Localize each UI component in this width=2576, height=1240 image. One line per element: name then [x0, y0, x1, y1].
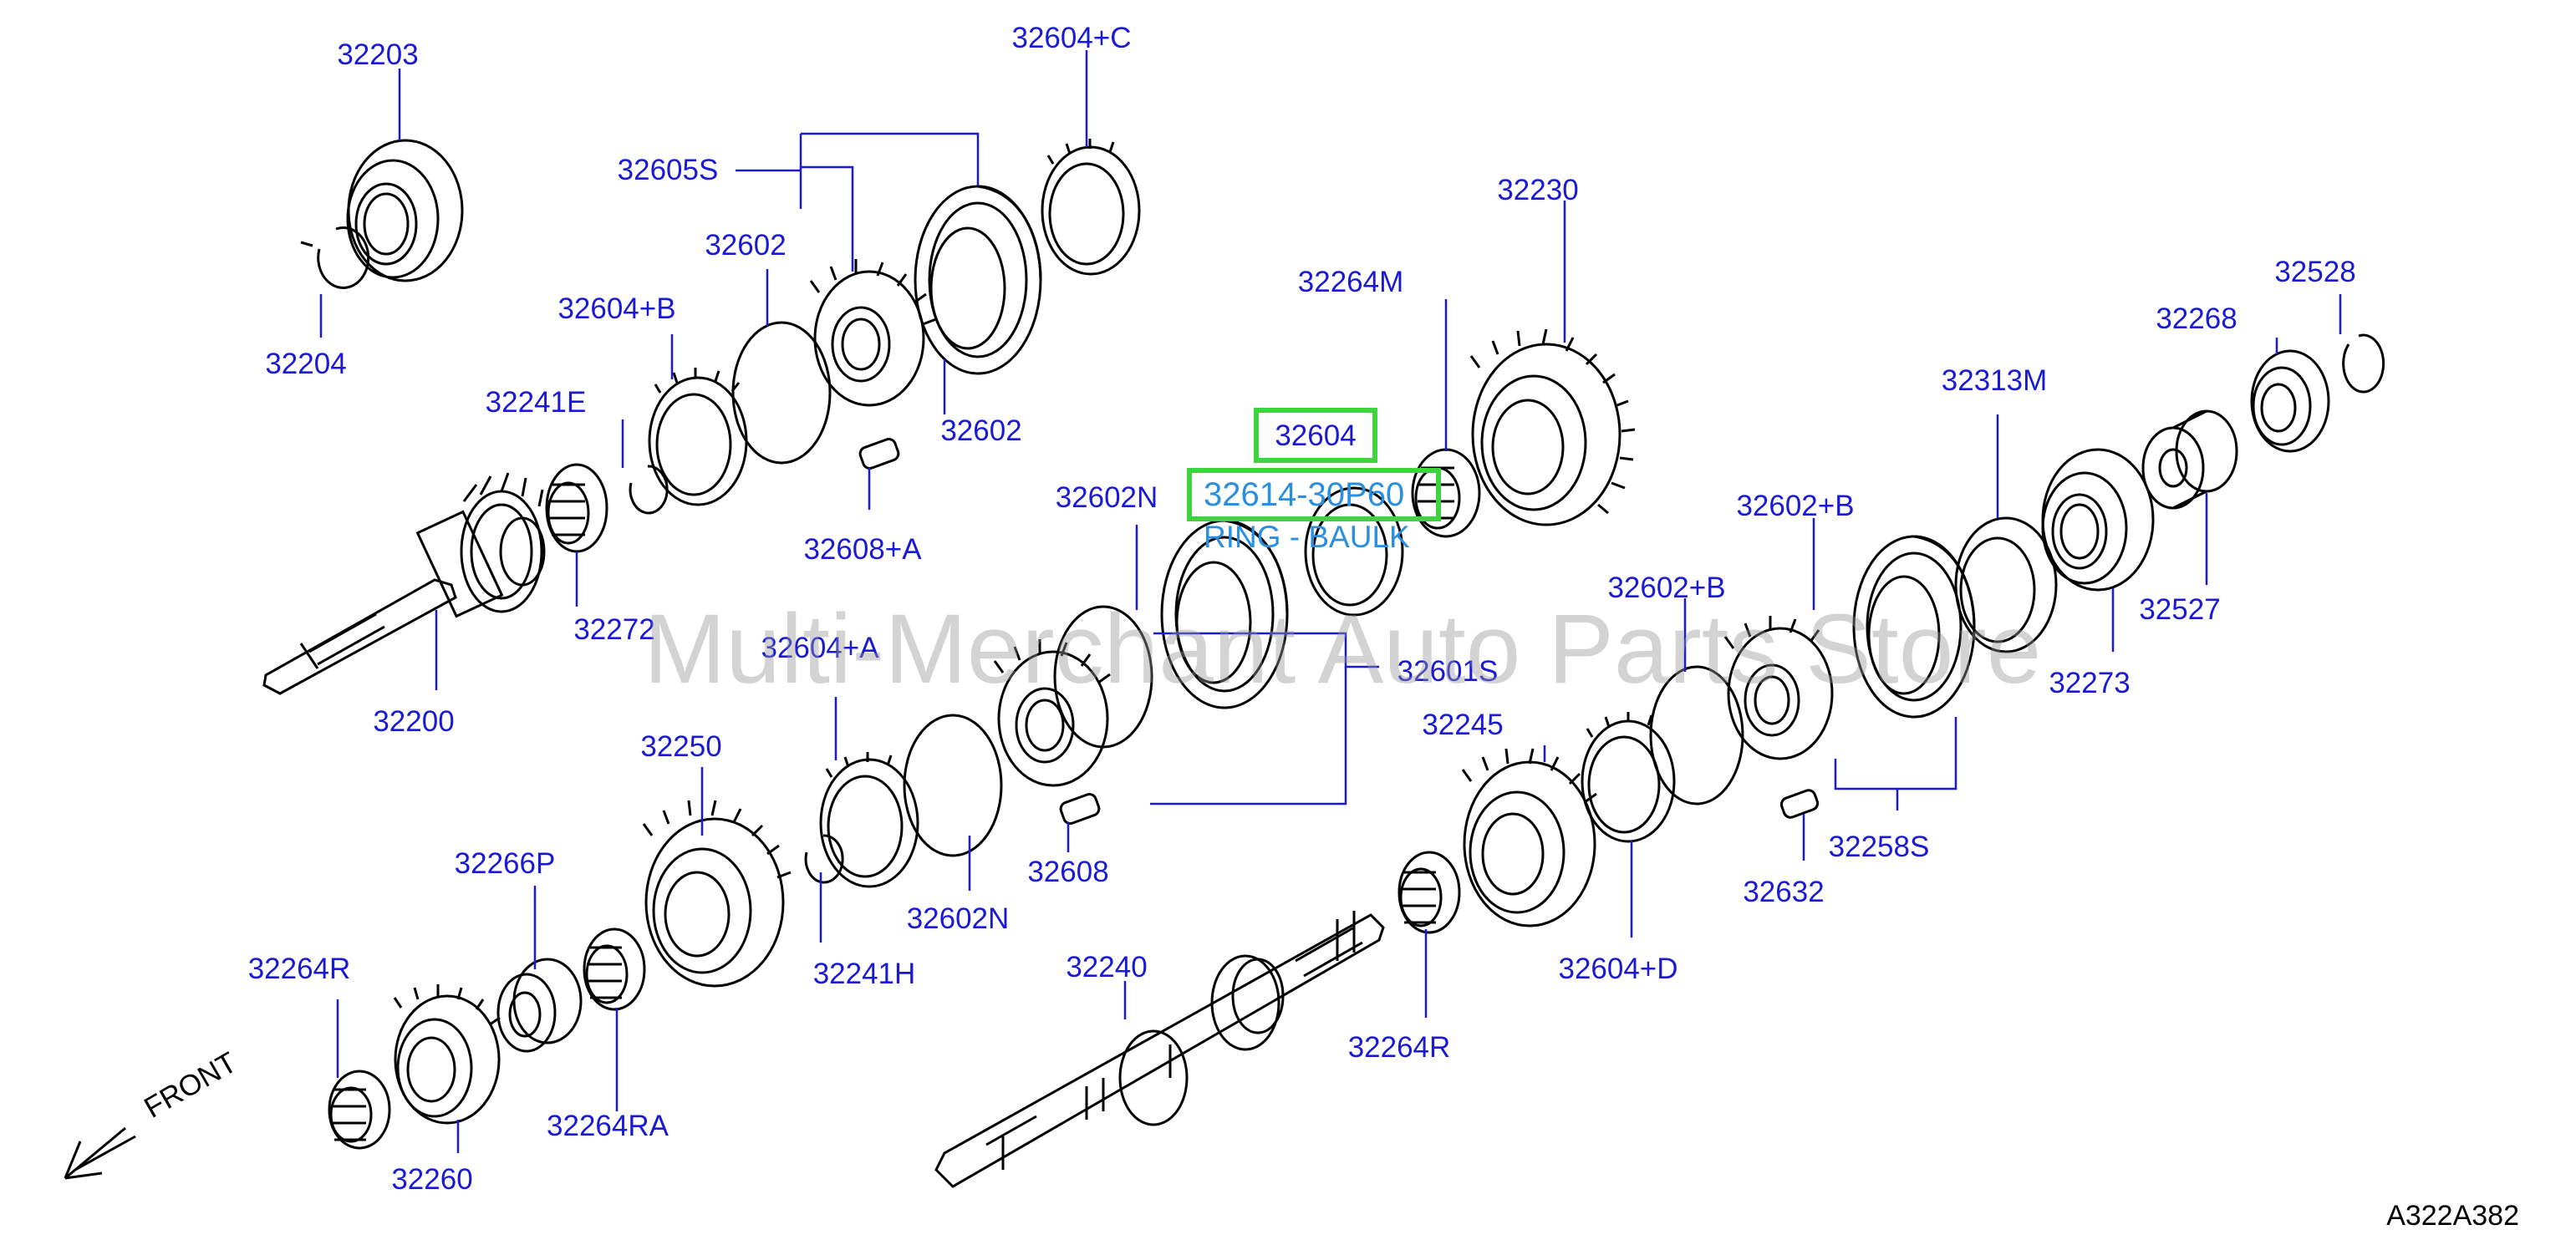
part-32268-bearing	[2250, 349, 2330, 453]
label-32601S[interactable]: 32601S	[1397, 655, 1499, 688]
part-32258S-sleeve	[1852, 535, 1976, 719]
part-32632-key	[1779, 789, 1820, 819]
label-32604D[interactable]: 32604+D	[1558, 953, 1678, 985]
part-32604B-baulk-ring	[648, 368, 748, 506]
part-32250-gear	[642, 800, 792, 988]
part-32241E-ring	[629, 465, 669, 515]
label-32602a[interactable]: 32602	[705, 229, 787, 262]
label-32260[interactable]: 32260	[391, 1163, 473, 1196]
label-32608[interactable]: 32608	[1027, 856, 1109, 888]
part-32605S-synchro-hub	[809, 259, 937, 407]
part-32605S-sleeve	[914, 185, 1042, 375]
part-32604D-baulk-ring	[1581, 712, 1676, 843]
part-32602B-spring	[1649, 665, 1744, 805]
part-32258S-hub	[1723, 616, 1834, 760]
highlight-part-label[interactable]: 32604	[1275, 419, 1357, 452]
label-32602Nb[interactable]: 32602N	[906, 902, 1010, 935]
label-32266P[interactable]: 32266P	[454, 847, 556, 880]
label-32273[interactable]: 32273	[2049, 667, 2131, 699]
label-32203[interactable]: 32203	[337, 38, 419, 71]
label-32604B[interactable]: 32604+B	[557, 292, 676, 325]
label-32272[interactable]: 32272	[573, 613, 655, 646]
part-32527-spacer	[2141, 409, 2238, 510]
leader-lines	[319, 50, 2342, 1153]
label-32241H[interactable]: 32241H	[812, 958, 916, 990]
part-32602N-spring	[1053, 605, 1153, 749]
part-32604C-baulk-ring	[1041, 139, 1141, 276]
label-32602Na[interactable]: 32602N	[1055, 481, 1158, 514]
part-32260-gear	[393, 984, 501, 1125]
part-32266P-collar	[496, 958, 583, 1053]
part-32240-main-shaft	[934, 911, 1385, 1188]
label-32528[interactable]: 32528	[2274, 256, 2356, 288]
front-arrow-icon	[64, 1126, 136, 1180]
label-32264Rb[interactable]: 32264R	[1347, 1031, 1451, 1064]
label-32608A[interactable]: 32608+A	[803, 533, 922, 566]
part-32604A-baulk-ring	[819, 752, 919, 888]
label-32200[interactable]: 32200	[373, 705, 455, 738]
part-32604-baulk-ring	[1304, 486, 1404, 617]
label-32268[interactable]: 32268	[2156, 302, 2237, 335]
highlight-box-part-label[interactable]	[1254, 408, 1377, 463]
part-32245-gear	[1461, 748, 1597, 927]
part-32264RA-needle-bearing	[583, 927, 646, 1011]
label-32605S[interactable]: 32605S	[617, 154, 719, 186]
label-32204[interactable]: 32204	[265, 348, 347, 380]
highlight-part-description: RING - BAULK	[1204, 520, 1410, 554]
label-32264M[interactable]: 32264M	[1297, 266, 1404, 298]
label-32264RA[interactable]: 32264RA	[547, 1110, 669, 1142]
label-32230[interactable]: 32230	[1497, 174, 1579, 206]
label-32264R[interactable]: 32264R	[247, 953, 351, 985]
label-32241E[interactable]: 32241E	[485, 386, 587, 419]
part-32528-snap-ring	[2342, 333, 2385, 394]
label-32602Ba[interactable]: 32602+B	[1736, 490, 1855, 522]
part-32200-main-drive-shaft	[262, 472, 546, 695]
label-32604A[interactable]: 32604+A	[761, 632, 879, 664]
part-32608A-key	[858, 438, 900, 470]
part-32264R-needle-bearing	[328, 1070, 391, 1150]
label-32240[interactable]: 32240	[1066, 951, 1148, 983]
label-32258S[interactable]: 32258S	[1828, 831, 1930, 863]
part-32602N-spring-lower	[903, 714, 1003, 857]
label-32313M[interactable]: 32313M	[1941, 364, 2048, 397]
label-32632[interactable]: 32632	[1743, 876, 1825, 908]
part-32602-spring	[731, 321, 832, 465]
highlight-box-part-number[interactable]	[1187, 468, 1441, 521]
label-32604C[interactable]: 32604+C	[1011, 22, 1132, 54]
highlight-part-number[interactable]: 32614-30P60	[1204, 476, 1405, 513]
label-32527[interactable]: 32527	[2139, 593, 2221, 626]
diagram-code: A322A382	[2386, 1200, 2519, 1232]
part-32230-gear	[1469, 328, 1636, 526]
part-32203-bearing	[346, 139, 464, 282]
part-32241H-ring	[804, 834, 844, 884]
label-32602Bb[interactable]: 32602+B	[1607, 572, 1726, 604]
part-32608-key	[1059, 793, 1101, 825]
part-32601S-hub	[993, 639, 1111, 787]
part-32273-bearing	[2041, 448, 2155, 592]
label-32250[interactable]: 32250	[640, 730, 722, 763]
part-32313M-bearing-race	[1954, 516, 2058, 653]
part-32264Rb-needle-bearing	[1397, 851, 1461, 934]
label-32245[interactable]: 32245	[1422, 709, 1504, 741]
label-32602b[interactable]: 32602	[940, 414, 1022, 447]
part-32272-needle-bearing	[545, 463, 608, 553]
part-32204-snap-ring	[300, 226, 370, 289]
